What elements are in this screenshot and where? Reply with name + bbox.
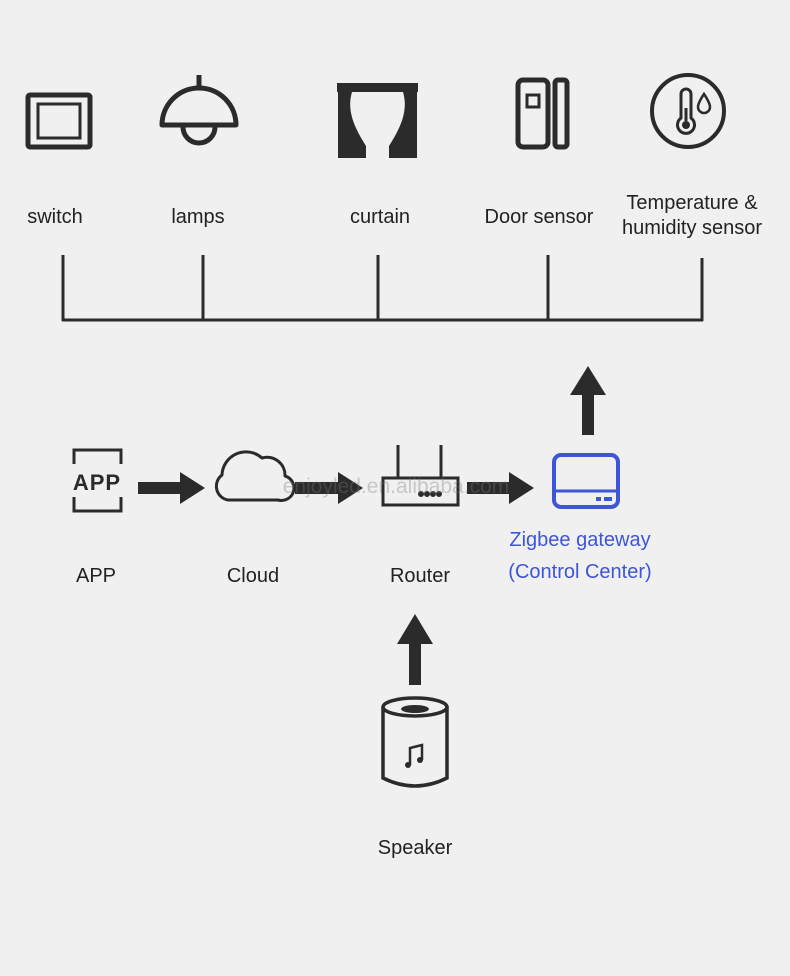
label-gateway: Zigbee gateway (Control Center) — [508, 529, 652, 583]
label-speaker: Speaker — [377, 837, 453, 859]
app-icon-text: APP — [73, 470, 121, 495]
label-temp-humidity: Temperature & humidity sensor — [621, 192, 763, 239]
label-curtain: curtain — [349, 206, 411, 228]
thermometer-drop-icon — [650, 73, 726, 149]
arrow-speaker-to-router — [397, 614, 433, 685]
label-app: APP — [75, 565, 117, 587]
watermark: enjoyled.en.alibaba.com — [282, 475, 510, 498]
gateway-icon — [552, 453, 620, 509]
label-door-sensor: Door sensor — [484, 206, 594, 228]
device-bus — [61, 255, 704, 322]
arrow-gateway-to-bus — [570, 366, 606, 435]
router-icon — [381, 445, 460, 507]
app-icon — [72, 448, 123, 513]
door-sensor-icon — [515, 77, 570, 150]
arrow-app-to-cloud — [138, 472, 205, 504]
label-cloud: Cloud — [226, 565, 280, 587]
curtain-icon — [337, 83, 418, 158]
label-switch: switch — [27, 206, 83, 228]
arrow-cloud-to-router — [295, 472, 363, 504]
arrow-router-to-gateway — [467, 472, 534, 504]
cloud-icon — [214, 450, 296, 502]
speaker-icon — [381, 696, 449, 788]
label-router: Router — [389, 565, 451, 587]
lamp-icon — [159, 75, 239, 146]
label-lamps: lamps — [171, 206, 225, 228]
switch-icon — [25, 92, 93, 150]
